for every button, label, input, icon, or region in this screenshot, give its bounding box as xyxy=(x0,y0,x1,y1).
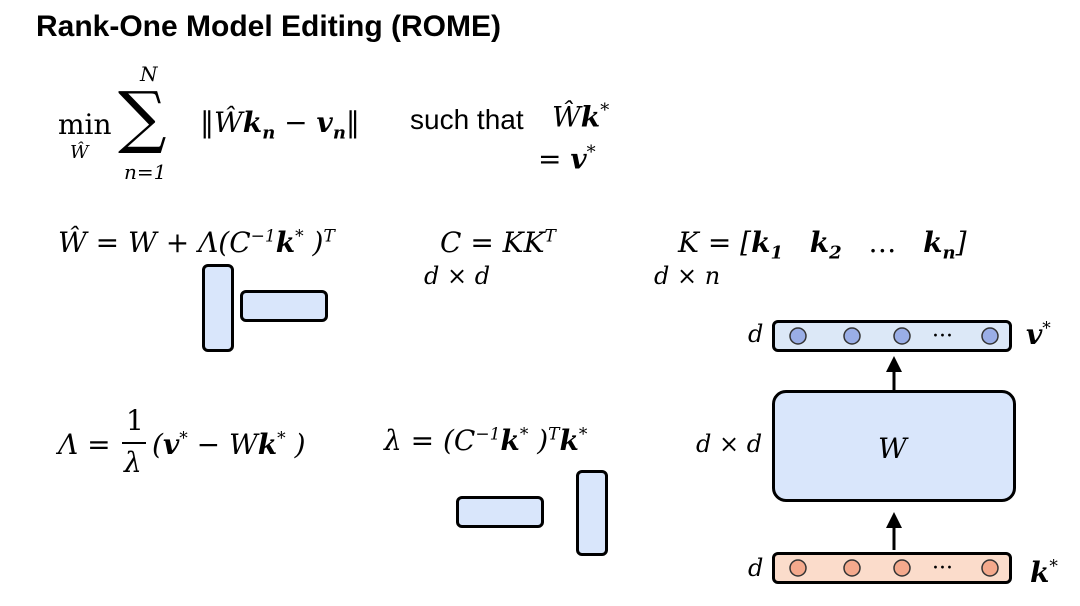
row-vector-shape xyxy=(240,290,328,322)
weight-matrix-box xyxy=(772,390,1016,502)
min-operator: min xyxy=(58,108,112,141)
top-dim-label: d xyxy=(748,320,764,348)
sum-lower-limit: n=1 xyxy=(124,160,167,184)
output-node xyxy=(843,327,861,345)
output-vector-label: v* xyxy=(1026,318,1051,351)
update-equation: Ŵ = W + Λ(C−1k* )T xyxy=(58,226,335,259)
norm-expression: ‖Ŵkn − vn‖ xyxy=(200,106,360,144)
output-ellipsis: ··· xyxy=(932,324,953,349)
lambda-fraction-num: 1 xyxy=(126,404,144,437)
column-vector-shape-lambda xyxy=(576,470,608,556)
input-vector-label: k* xyxy=(1030,556,1058,589)
output-vector-bar xyxy=(772,320,1012,352)
arrow-up-bottom-head xyxy=(886,512,902,528)
input-node xyxy=(843,559,861,577)
constraint-text: such that xyxy=(410,104,524,135)
keys-dimension: d × n xyxy=(654,262,721,290)
output-node xyxy=(893,327,911,345)
cov-equation: C = KKT xyxy=(440,226,556,259)
row-vector-shape-lambda xyxy=(456,496,544,528)
output-node xyxy=(981,327,999,345)
arrow-up-top-head xyxy=(886,356,902,372)
min-subscript: Ŵ xyxy=(70,142,89,163)
lambda-cap-lhs: Λ = xyxy=(58,428,111,461)
mid-dim-label: d × d xyxy=(696,430,763,458)
weight-matrix-label: W xyxy=(878,432,907,465)
lambda-equation: λ = (C−1k* )Tk* xyxy=(384,424,588,457)
input-node xyxy=(789,559,807,577)
bottom-dim-label: d xyxy=(748,554,764,582)
page-title: Rank-One Model Editing (ROME) xyxy=(36,10,501,43)
sum-symbol: ∑ xyxy=(118,78,167,157)
input-node xyxy=(893,559,911,577)
column-vector-shape xyxy=(202,264,234,352)
constraint-rhs: = v* xyxy=(538,142,596,176)
sum-upper-limit: N xyxy=(140,62,158,86)
output-node xyxy=(789,327,807,345)
input-ellipsis: ··· xyxy=(932,556,953,581)
lambda-fraction-den: λ xyxy=(124,446,142,479)
lambda-fraction-bar xyxy=(122,442,146,444)
cov-dimension: d × d xyxy=(424,262,491,290)
input-node xyxy=(981,559,999,577)
input-vector-bar xyxy=(772,552,1012,584)
constraint-lhs: Ŵk* xyxy=(552,100,610,134)
keys-equation: K = [k1 k2 … kn] xyxy=(678,226,967,264)
lambda-cap-rhs: (v* − Wk* ) xyxy=(152,428,306,461)
